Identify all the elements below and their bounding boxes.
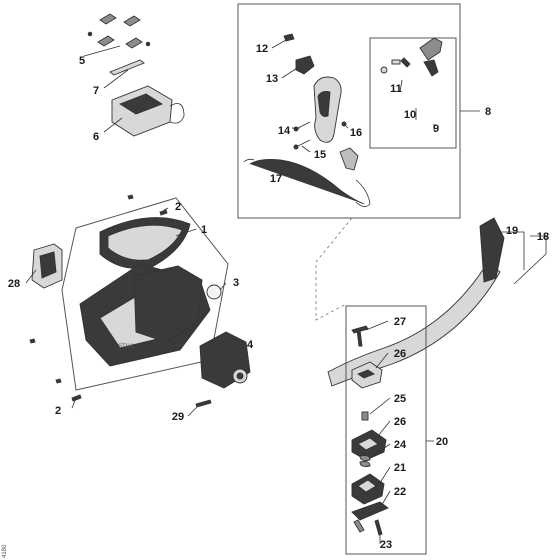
housing-half-right (133, 265, 203, 343)
handle-grip-19 (479, 217, 505, 283)
callout-2-top: 2 (175, 201, 181, 213)
callout-15: 15 (314, 149, 326, 161)
callout-11: 11 (390, 83, 402, 95)
callout-2-bottom: 2 (55, 405, 61, 417)
callout-29: 29 (172, 411, 184, 423)
spring-24 (359, 455, 371, 467)
callout-3: 3 (233, 277, 239, 289)
assembly-link-line (315, 217, 353, 321)
gasket-3 (206, 284, 222, 300)
callout-22: 22 (394, 486, 406, 498)
callout-5: 5 (79, 55, 85, 67)
handle-assembly-frame (237, 3, 461, 219)
callout-25: 25 (394, 393, 406, 405)
callout-13: 13 (266, 73, 278, 85)
callout-7: 7 (93, 85, 99, 97)
callout-labels: 5 7 6 12 13 11 10 9 8 14 16 15 17 2 1 3 … (8, 43, 549, 551)
callout-23: 23 (380, 539, 392, 551)
loop-handle-bar (327, 261, 501, 387)
callout-17: 17 (270, 173, 282, 185)
motor-housing-group: STIHL (29, 194, 251, 408)
callout-9: 9 (433, 123, 439, 135)
top-left-parts (87, 13, 185, 137)
clamp-parts-frame (345, 305, 427, 555)
callout-26-bottom: 26 (394, 416, 406, 428)
callout-18: 18 (537, 231, 549, 243)
callout-28: 28 (8, 278, 20, 290)
callout-14: 14 (278, 125, 291, 137)
connector-strip (109, 59, 145, 76)
switch-subassembly-frame (369, 37, 457, 149)
screw-12 (283, 33, 295, 42)
callout-24: 24 (394, 439, 407, 451)
callout-12: 12 (256, 43, 268, 55)
callout-26-top: 26 (394, 348, 406, 360)
hex-key-27 (351, 325, 369, 347)
drawing-code: 4180 (2, 544, 8, 558)
callout-4: 4 (247, 339, 254, 351)
switch-trigger (423, 59, 439, 77)
callout-16: 16 (350, 127, 362, 139)
spring-25 (361, 411, 369, 421)
screw-29 (195, 399, 212, 408)
callout-27: 27 (394, 316, 406, 328)
contact-springs (97, 13, 143, 49)
handle-assembly-group (237, 3, 480, 219)
callout-10: 10 (404, 109, 416, 121)
callout-6: 6 (93, 131, 99, 143)
leader-lines (25, 39, 435, 544)
switch-lever (419, 37, 443, 61)
clamp-parts-group (345, 305, 434, 555)
screw-23 (374, 519, 383, 536)
loop-handle-group (327, 217, 547, 387)
callout-20: 20 (436, 436, 448, 448)
callout-21: 21 (394, 462, 406, 474)
lever-22 (351, 501, 389, 521)
callout-19: 19 (506, 225, 518, 237)
bracket-13 (295, 55, 315, 75)
throttle-cable (249, 159, 365, 205)
callout-1: 1 (201, 224, 207, 236)
svg-text:STIHL: STIHL (118, 344, 136, 350)
callout-8: 8 (485, 106, 491, 118)
